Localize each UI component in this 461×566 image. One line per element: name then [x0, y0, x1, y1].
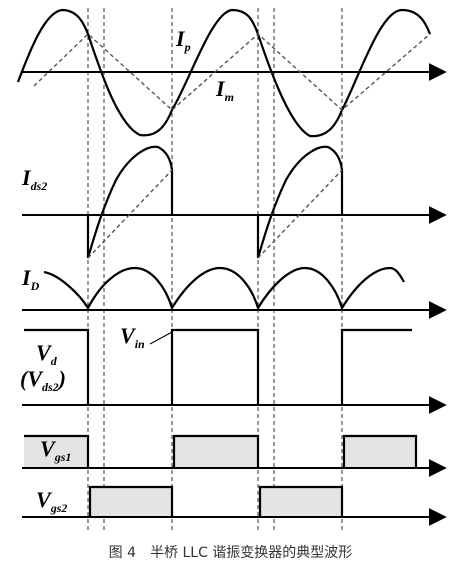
- panel-resonant-current: Ip Im: [16, 8, 447, 138]
- ids2-dashed: [87, 169, 343, 259]
- panel-vgs2: Vgs2: [22, 485, 447, 526]
- im-label: Im: [215, 76, 234, 104]
- ids2-label: Ids2: [21, 165, 47, 193]
- vds2-label: (Vds2): [20, 366, 66, 394]
- ip-waveform: [16, 8, 432, 138]
- id-label: ID: [21, 265, 40, 293]
- vgs1-pulse-1: [24, 436, 88, 468]
- ip-label: Ip: [175, 26, 191, 54]
- vgs2-pulse-1: [90, 487, 172, 517]
- panel-vd: Vin Vd (Vds2): [20, 323, 447, 414]
- vd-waveform: [24, 328, 412, 405]
- vgs1-label: Vgs1: [40, 436, 71, 464]
- id-waveform: [43, 266, 405, 311]
- vgs1-pulse-2: [174, 436, 258, 468]
- vgs1-waveform: [24, 434, 418, 468]
- panel-ids2: Ids2: [21, 145, 447, 259]
- panel-vgs1: Vgs1: [22, 434, 447, 477]
- vgs2-label: Vgs2: [36, 487, 67, 515]
- ids2-waveform-2: [256, 145, 344, 259]
- vgs1-pulse-3: [344, 436, 416, 468]
- vin-leader: [149, 331, 173, 345]
- vin-label: Vin: [120, 323, 145, 351]
- vd-label: Vd: [36, 340, 58, 368]
- panel-diode-current: ID: [21, 265, 447, 319]
- im-waveform: [33, 33, 431, 111]
- vgs2-waveform: [88, 485, 344, 517]
- vgs2-pulse-2: [260, 487, 342, 517]
- ids2-waveform: [86, 145, 174, 259]
- figure-caption: 图 4 半桥 LLC 谐振变换器的典型波形: [108, 545, 353, 561]
